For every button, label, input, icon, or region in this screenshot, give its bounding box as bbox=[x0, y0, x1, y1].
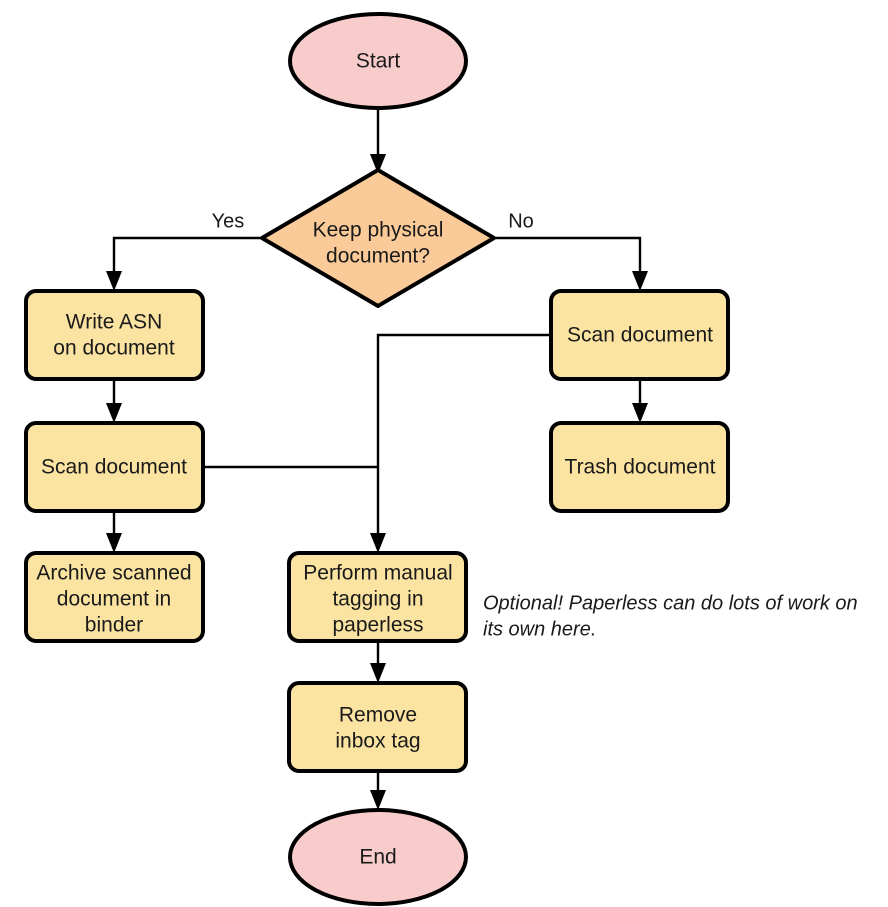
archive-label-line-2: document in bbox=[57, 588, 171, 611]
edge-remove-inbox-to-end bbox=[370, 771, 386, 810]
arrowhead-icon bbox=[370, 663, 386, 683]
arrowhead-icon bbox=[370, 790, 386, 810]
edge-line bbox=[376, 333, 551, 541]
node-remove-inbox-tag[interactable]: Remove inbox tag bbox=[287, 681, 468, 773]
node-trash-document[interactable]: Trash document bbox=[549, 421, 730, 513]
edge-line bbox=[494, 236, 642, 279]
process-box-shape[interactable] bbox=[549, 421, 730, 513]
node-start[interactable]: Start bbox=[288, 12, 468, 110]
arrowhead-icon bbox=[632, 271, 648, 291]
arrowhead-icon bbox=[106, 271, 122, 291]
scan-document-right-label: Scan document bbox=[567, 324, 713, 347]
edge-label-no: No bbox=[508, 210, 534, 232]
start-terminator-shape[interactable] bbox=[288, 12, 468, 110]
process-box-shape[interactable] bbox=[24, 551, 205, 643]
edge-line bbox=[112, 236, 262, 279]
edge-write-asn-to-scan-left bbox=[106, 379, 122, 423]
edge-scan-left-to-archive bbox=[106, 511, 122, 553]
process-box-shape[interactable] bbox=[287, 681, 468, 773]
archive-label-line-1: Archive scanned bbox=[36, 562, 191, 585]
arrowhead-icon bbox=[370, 533, 386, 553]
end-terminator-shape[interactable] bbox=[288, 808, 468, 906]
scan-document-left-label: Scan document bbox=[41, 456, 187, 479]
optional-note-line-1: Optional! Paperless can do lots of work … bbox=[483, 592, 858, 614]
edge-decision-no-to-scan-right: No bbox=[494, 210, 648, 291]
annotation-optional-note: Optional! Paperless can do lots of work … bbox=[483, 592, 858, 640]
manual-tagging-label-line-2: tagging in bbox=[332, 588, 423, 611]
remove-inbox-label-line-2: inbox tag bbox=[335, 730, 420, 753]
edge-scan-right-to-manual-tagging bbox=[370, 333, 551, 553]
arrowhead-icon bbox=[106, 403, 122, 423]
edge-scan-right-to-trash bbox=[632, 379, 648, 423]
remove-inbox-label-line-1: Remove bbox=[339, 704, 417, 727]
arrowhead-icon bbox=[370, 154, 386, 174]
edge-start-to-decision bbox=[370, 108, 386, 174]
node-decision-keep-physical-document[interactable]: Keep physical document? bbox=[260, 168, 496, 308]
decision-label-line-2: document? bbox=[326, 245, 430, 268]
trash-document-label: Trash document bbox=[565, 456, 716, 479]
optional-note-line-2: its own here. bbox=[483, 618, 596, 640]
manual-tagging-label-line-1: Perform manual bbox=[303, 562, 452, 585]
process-box-shape[interactable] bbox=[24, 421, 205, 513]
decision-diamond-shape[interactable] bbox=[260, 168, 496, 308]
end-label: End bbox=[359, 846, 396, 869]
process-box-shape[interactable] bbox=[287, 551, 468, 643]
node-write-asn-on-document[interactable]: Write ASN on document bbox=[24, 289, 205, 381]
arrowhead-icon bbox=[106, 533, 122, 553]
process-box-shape[interactable] bbox=[24, 289, 205, 381]
write-asn-label-line-2: on document bbox=[53, 337, 175, 360]
node-scan-document-right[interactable]: Scan document bbox=[549, 289, 730, 381]
node-archive-scanned-document-in-binder[interactable]: Archive scanned document in binder bbox=[24, 551, 205, 643]
edge-label-yes: Yes bbox=[212, 210, 245, 232]
process-box-shape[interactable] bbox=[549, 289, 730, 381]
node-perform-manual-tagging-in-paperless[interactable]: Perform manual tagging in paperless bbox=[287, 551, 468, 643]
manual-tagging-label-line-3: paperless bbox=[332, 614, 423, 637]
arrowhead-icon bbox=[632, 403, 648, 423]
start-label: Start bbox=[356, 50, 401, 73]
edge-decision-yes-to-write-asn: Yes bbox=[106, 210, 262, 291]
edge-manual-tagging-to-remove-inbox bbox=[370, 641, 386, 683]
decision-label-line-1: Keep physical bbox=[313, 219, 444, 242]
node-end[interactable]: End bbox=[288, 808, 468, 906]
write-asn-label-line-1: Write ASN bbox=[66, 311, 162, 334]
node-scan-document-left[interactable]: Scan document bbox=[24, 421, 205, 513]
archive-label-line-3: binder bbox=[85, 614, 143, 637]
